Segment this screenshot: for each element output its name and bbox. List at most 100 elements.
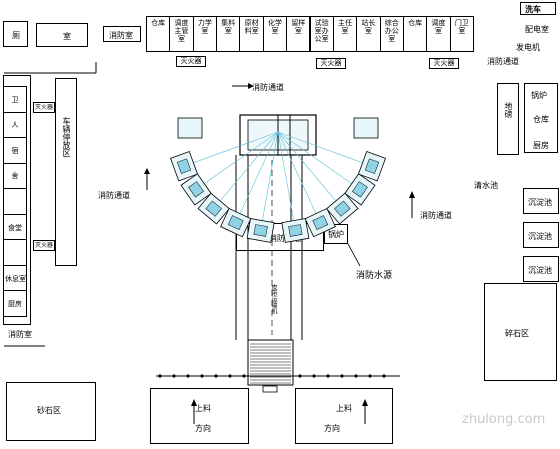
left-room (3, 239, 27, 266)
office-room: 调度主管室 (169, 16, 194, 52)
stone-area: 碎石区 (484, 283, 557, 381)
office-room: 留样室 (286, 16, 311, 52)
silo-inner (176, 158, 192, 174)
silo-feed-line (277, 131, 321, 223)
heater-label: 锅炉 (328, 230, 344, 239)
fence-post (186, 374, 190, 378)
top-left-building: 厕 (3, 21, 28, 47)
vehicle-parking-label: 车辆停放区 (62, 117, 71, 157)
fence-post (340, 374, 344, 378)
office-room: 原材料室 (239, 16, 264, 52)
arrow-fire-road-right (409, 191, 415, 218)
left-room-label: 人 (11, 121, 19, 130)
unloading-platform (247, 339, 294, 386)
fire-water-leader (347, 243, 361, 267)
office-room: 仓库 (402, 16, 428, 52)
fence-post (228, 374, 232, 378)
silo-feed-line (235, 131, 279, 223)
silo-inner (334, 200, 351, 217)
silo-inner (205, 200, 222, 217)
fire-room-top: 消防室 (103, 26, 141, 42)
extinguisher-left-1-label: 灭火器 (34, 104, 53, 111)
fire-road-top: 消防通道 (252, 83, 284, 92)
left-room: 休息室 (3, 264, 27, 292)
right-building: 锅炉 仓库 厨房 (524, 83, 558, 153)
fence-post (158, 374, 162, 378)
sand-area-label: 砂石区 (37, 406, 61, 415)
silo-inner (364, 158, 380, 174)
settling-2-label: 沉淀池 (528, 232, 552, 241)
settling-3-label: 沉淀池 (528, 266, 552, 275)
extinguisher-left-2-label: 灭火器 (34, 242, 53, 249)
silo-feed-line (277, 131, 343, 209)
office-room-label: 原材料室 (244, 19, 259, 35)
store-right-label: 仓库 (533, 115, 549, 124)
power-room-label: 配电室 (525, 25, 549, 34)
office-room-label: 力学室 (197, 19, 212, 35)
office-room-label: 仓库 (151, 19, 166, 27)
extinguisher-top-1-label: 灭火器 (180, 57, 202, 65)
fence-post (200, 374, 204, 378)
silo-inner (188, 181, 204, 198)
clean-pool-label: 清水池 (474, 181, 498, 190)
silo-feed-line (277, 131, 361, 190)
left-room: 厨房 (3, 290, 27, 317)
office-room-label: 试验室办公室 (314, 19, 329, 43)
fire-road-right: 消防通道 (420, 211, 452, 220)
extinguisher-top-3: 灭火器 (429, 58, 459, 69)
platform-hatch (250, 343, 291, 384)
left-room-label: 舍 (11, 172, 19, 181)
fire-road-top-right: 消防通道 (487, 57, 519, 66)
fence-post (172, 374, 176, 378)
generator-label: 发电机 (516, 43, 540, 52)
fence-posts (158, 374, 386, 378)
left-room-label: 卫 (11, 95, 19, 104)
office-room-label: 留样室 (291, 19, 306, 35)
office-room-label: 主任室 (338, 19, 353, 35)
office-room-label: 调度室 (431, 19, 446, 35)
silo (177, 117, 203, 139)
fence-post (298, 374, 302, 378)
extinguisher-left-1: 灭火器 (33, 102, 55, 113)
silo (353, 117, 379, 139)
silo-inner (227, 215, 244, 231)
sand-area: 砂石区 (6, 382, 96, 441)
fence-post (382, 374, 386, 378)
settling-tank-3: 沉淀池 (523, 256, 559, 282)
feed-right-l1: 上料 (336, 404, 352, 413)
office-room: 门卫室 (449, 16, 474, 52)
fence-post (368, 374, 372, 378)
settling-tank-2: 沉淀池 (523, 222, 559, 248)
office-room-label: 化学室 (267, 19, 282, 35)
fence-post (242, 374, 246, 378)
fence-post (354, 374, 358, 378)
weighbridge: 地磅 (497, 83, 519, 155)
silo-inner (288, 224, 303, 237)
left-room-label: 食堂 (8, 223, 22, 232)
left-room: 人 (3, 111, 27, 139)
fence-post (326, 374, 330, 378)
extinguisher-top-3-label: 灭火器 (433, 59, 455, 67)
office-room: 站长室 (356, 16, 381, 52)
silo-arc (170, 117, 386, 243)
office-room-label: 门卫室 (454, 19, 469, 35)
arrow-feed-right (362, 399, 368, 424)
silo-feed-line (195, 131, 279, 190)
fire-road-left: 消防通道 (98, 191, 130, 200)
extinguisher-top-1: 灭火器 (176, 56, 206, 67)
extinguisher-left-2: 灭火器 (33, 240, 55, 251)
fire-room-top-label: 消防室 (109, 31, 133, 40)
feed-left-l2: 方向 (195, 424, 211, 433)
silo-feed-line (213, 131, 279, 209)
office-room-label: 综合办公室 (384, 19, 399, 43)
weighbridge-label: 地磅 (504, 102, 513, 118)
arrow-fire-road-left (144, 168, 150, 190)
fire-water-label: 消防水源 (356, 271, 393, 281)
settling-tank-1: 沉淀池 (523, 188, 559, 214)
conveyor-label: 皮带运输机 (270, 284, 277, 314)
left-room-label: 厨房 (8, 300, 22, 309)
arrow-feed-left (191, 399, 197, 424)
office-room: 试验室办公室 (309, 16, 334, 52)
silo-feed-line (277, 131, 373, 167)
stone-area-label: 碎石区 (505, 329, 529, 338)
